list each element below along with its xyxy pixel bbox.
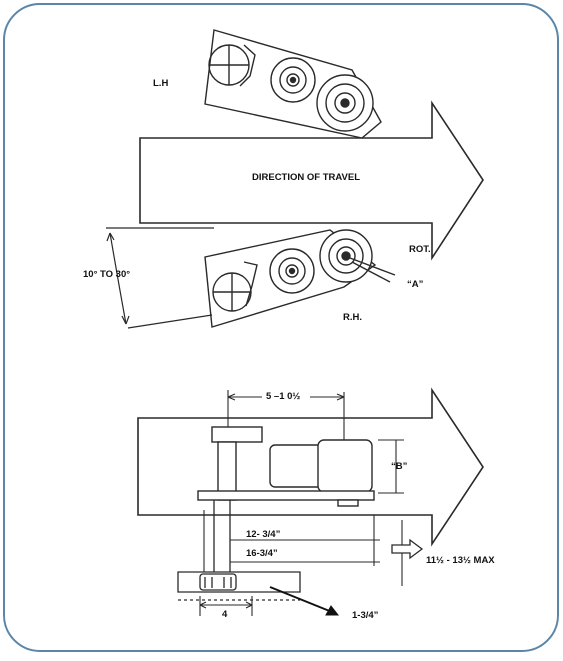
rh-assembly	[204, 229, 396, 328]
label-max: 11½ - 13½ MAX	[426, 555, 495, 566]
label-a: “A”	[407, 279, 424, 290]
base-plate	[177, 571, 301, 601]
label-top-dimension: 5 –1 0½	[266, 391, 301, 402]
top-dimension	[227, 390, 345, 440]
outer-frame	[3, 3, 559, 652]
label-four: 4	[222, 609, 228, 620]
angle-indicator	[106, 227, 214, 329]
label-16-3-4: 16-3/4”	[246, 548, 278, 559]
shaft	[213, 500, 231, 575]
mower-body	[197, 426, 375, 507]
four-dimension	[199, 596, 253, 616]
height-dimensions	[203, 510, 403, 586]
label-1-3-4: 1-3/4”	[352, 610, 379, 621]
max-pointer-arrow	[391, 538, 424, 560]
label-lh: L.H	[153, 78, 169, 89]
label-b: “B”	[391, 461, 408, 472]
label-rh: R.H.	[343, 312, 362, 323]
label-12-3-4: 12- 3/4”	[246, 529, 281, 540]
b-dimension	[378, 439, 404, 494]
label-angle: 10° TO 30°	[83, 269, 131, 280]
lh-assembly	[204, 29, 382, 139]
top-direction-arrow	[139, 100, 484, 261]
label-rot: ROT.	[409, 244, 431, 255]
bottom-direction-arrow	[137, 387, 484, 547]
diagonal-pointer	[269, 586, 340, 616]
label-direction-of-travel: DIRECTION OF TRAVEL	[252, 172, 361, 183]
